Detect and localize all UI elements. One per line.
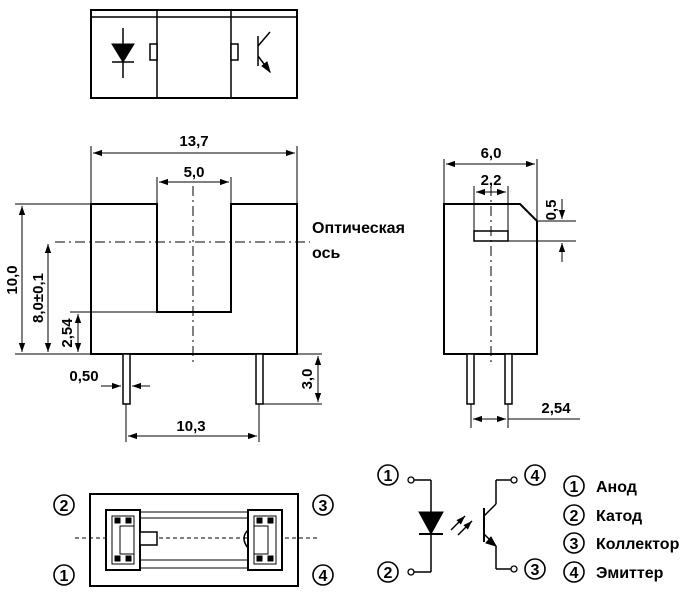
phototransistor-symbol-icon <box>257 31 271 74</box>
legend-name: Коллектор <box>596 536 680 553</box>
legend-name: Катод <box>596 508 642 525</box>
led-symbol-icon <box>111 28 135 78</box>
optical-axis-label-line1: Оптическая <box>312 220 405 237</box>
legend-item: 2 Катод <box>563 504 642 526</box>
bottom-pin-3-number: 3 <box>319 498 328 515</box>
bottom-pin-3: 3 <box>312 494 334 516</box>
pin-legend: 1 Анод 2 Катод 3 Коллектор 4 Эмиттер <box>563 475 680 583</box>
schematic-pin-1-number: 1 <box>384 468 393 485</box>
legend-number: 3 <box>570 536 579 553</box>
dim-side-width: 6,0 <box>481 145 502 162</box>
dim-total-height: 10,0 <box>4 265 21 294</box>
legend-number: 4 <box>570 565 579 582</box>
dim-slot-width: 5,0 <box>184 164 205 181</box>
front-view <box>15 146 322 442</box>
optical-axis-label-line2: ось <box>312 245 340 262</box>
dim-aperture-width: 2,2 <box>481 172 502 189</box>
dim-side-lead-spacing: 2,54 <box>541 400 571 417</box>
dim-overall-width: 13,7 <box>179 133 208 150</box>
side-view <box>443 159 580 428</box>
top-view <box>90 9 298 99</box>
dim-aperture-height: 0,5 <box>543 200 560 221</box>
bottom-pin-2-number: 2 <box>60 498 69 515</box>
schematic-pin-1: 1 <box>377 464 399 486</box>
legend-item: 4 Эмиттер <box>563 561 664 583</box>
legend-number: 2 <box>570 508 579 525</box>
legend-name: Эмиттер <box>596 565 664 582</box>
legend-item: 3 Коллектор <box>563 532 680 554</box>
schematic-pin-4: 4 <box>524 464 546 486</box>
dim-axis-height: 8,0±0,1 <box>30 273 47 323</box>
legend-name: Анод <box>596 479 637 496</box>
schematic-pin-3-number: 3 <box>531 562 540 579</box>
dim-lead-width: 0,50 <box>69 368 98 385</box>
bottom-pin-2: 2 <box>53 494 75 516</box>
schematic-pin-2-number: 2 <box>384 565 393 582</box>
bottom-pin-4-number: 4 <box>319 568 328 585</box>
phototransistor-icon <box>483 476 518 573</box>
bottom-pin-1: 1 <box>53 564 75 586</box>
schematic <box>407 476 518 576</box>
legend-number: 1 <box>570 479 579 496</box>
schematic-pin-2: 2 <box>377 561 399 583</box>
dim-lead-spacing: 10,3 <box>176 418 205 435</box>
bottom-pin-4: 4 <box>312 564 334 586</box>
dim-base-height: 2,54 <box>59 318 76 348</box>
led-diode-icon <box>418 511 444 536</box>
dim-lead-length: 3,0 <box>299 369 316 390</box>
schematic-pin-3: 3 <box>524 558 546 580</box>
schematic-pin-4-number: 4 <box>531 468 540 485</box>
bottom-view <box>75 493 318 587</box>
legend-item: 1 Анод <box>563 475 637 497</box>
bottom-pin-1-number: 1 <box>60 568 69 585</box>
